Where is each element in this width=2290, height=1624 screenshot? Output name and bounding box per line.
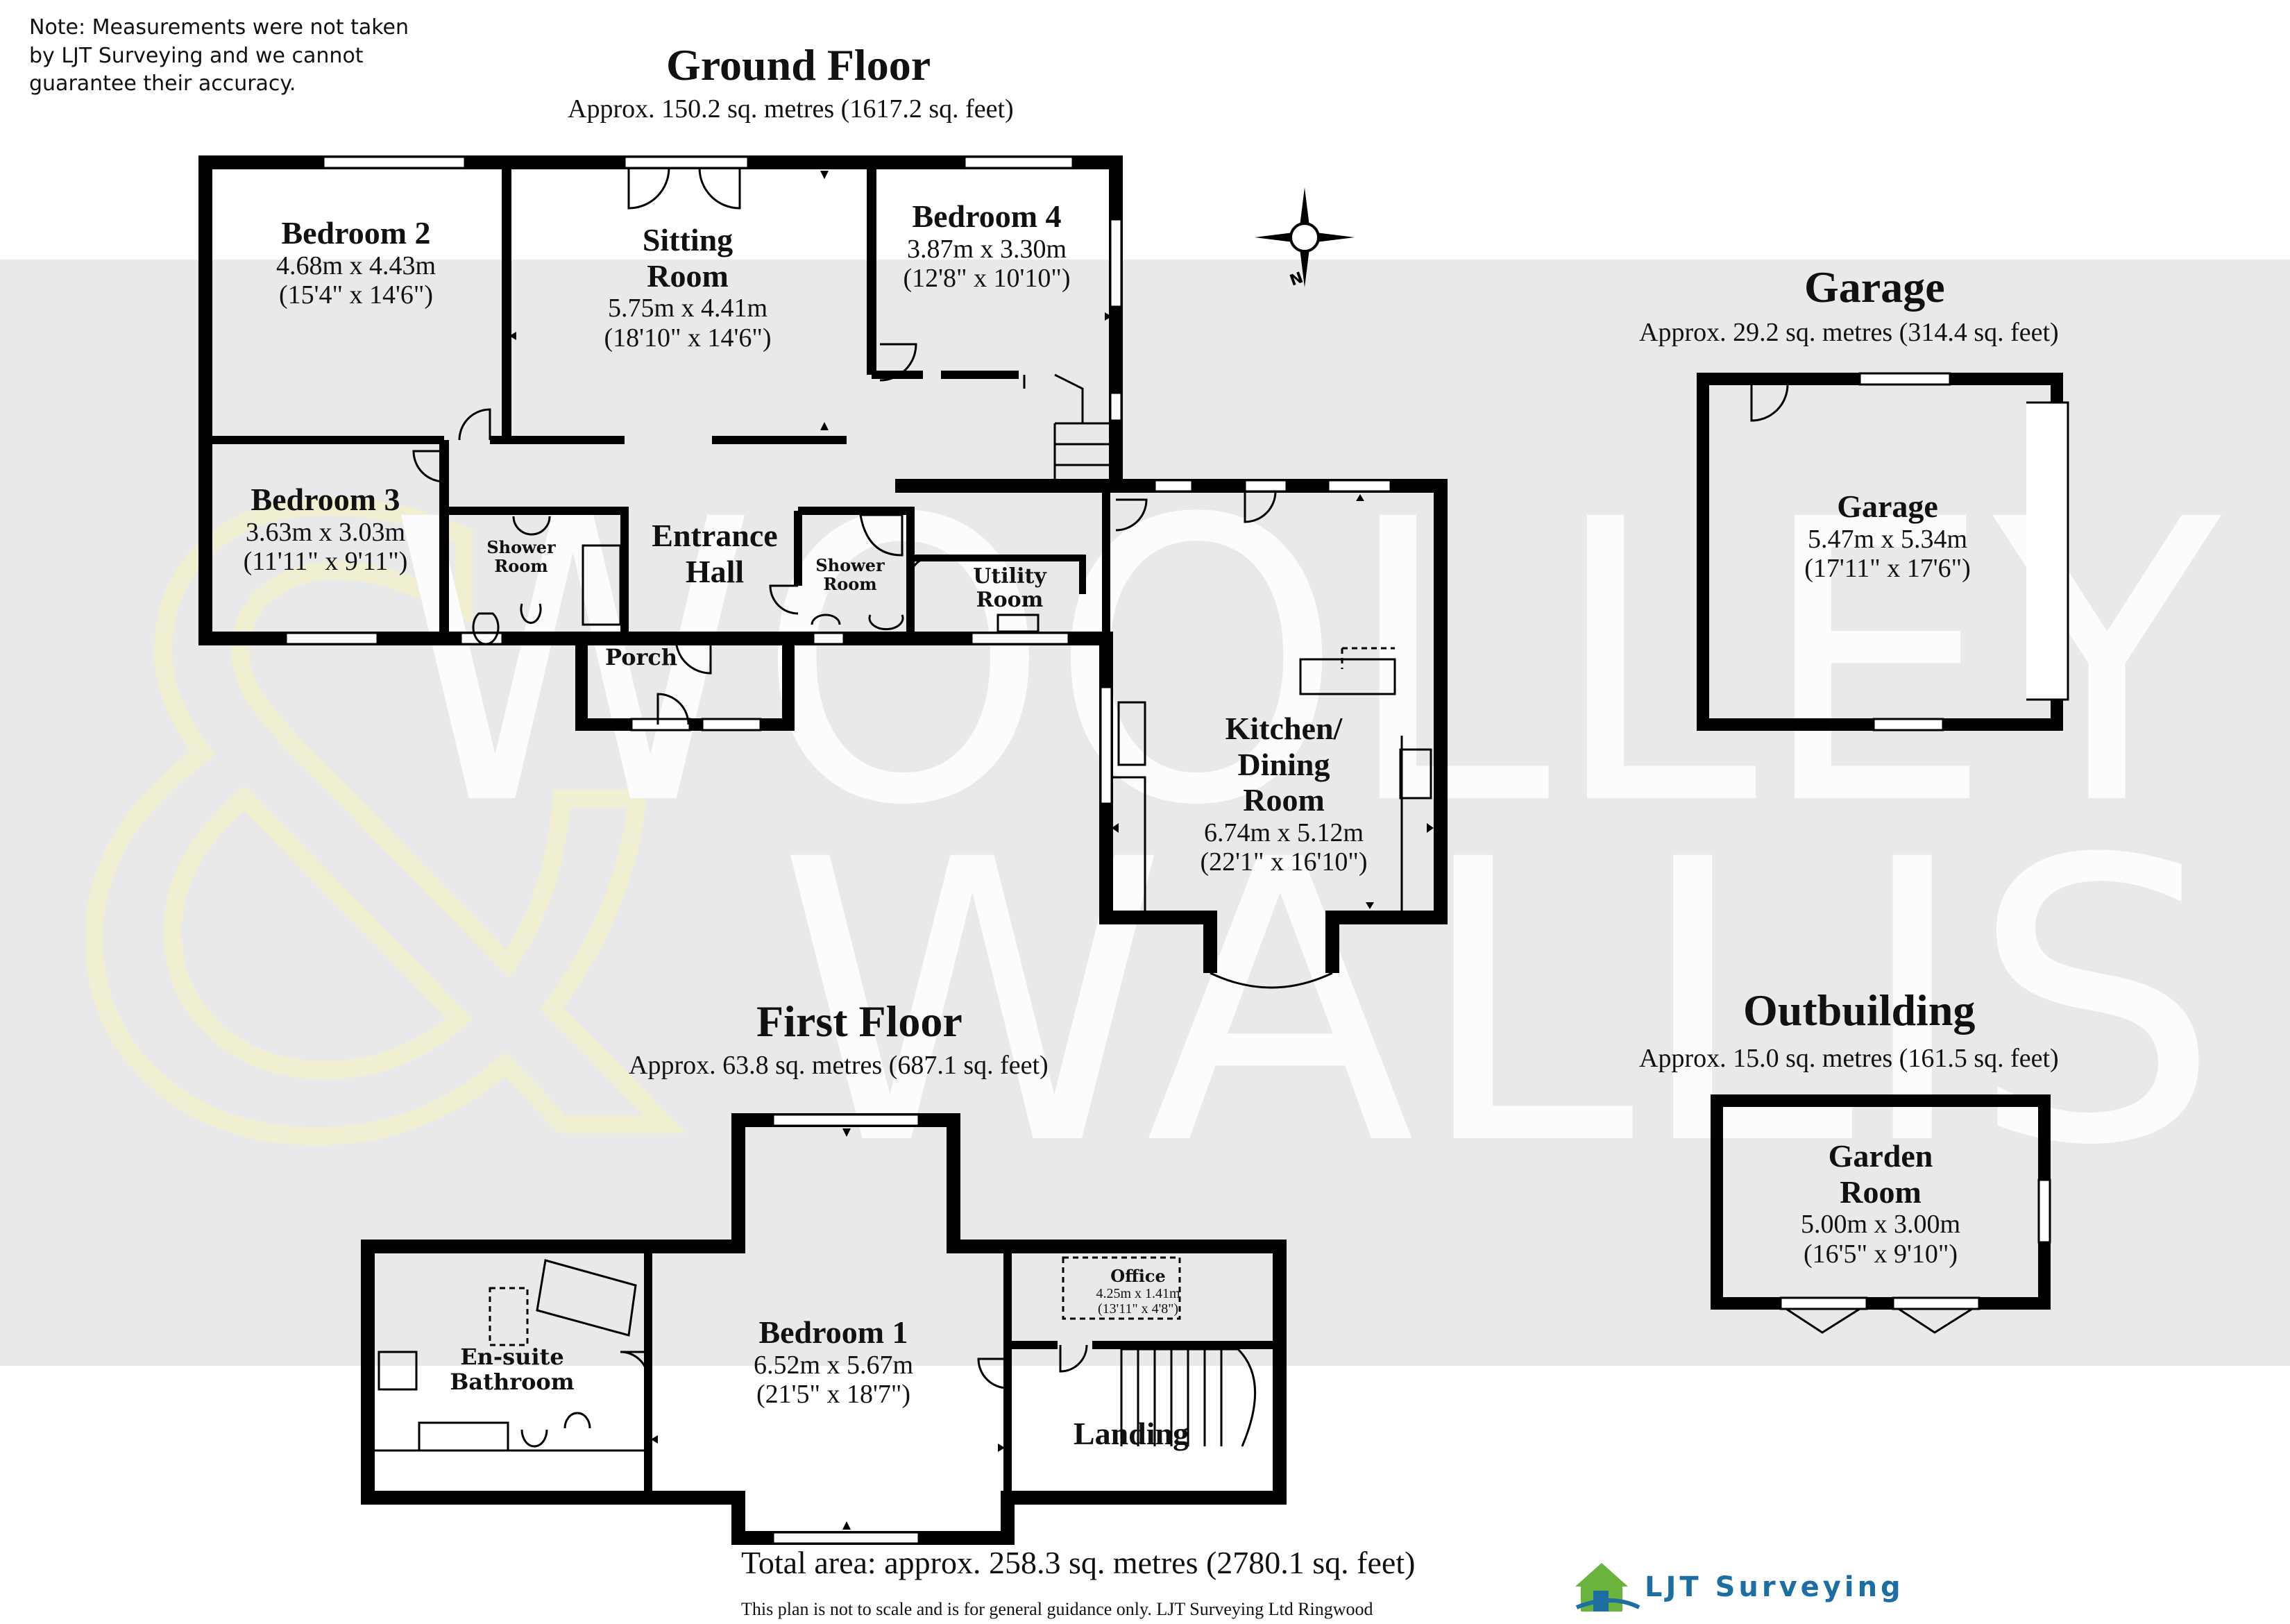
watermark-line1: WOOLLEY — [389, 438, 2226, 890]
room-imperial: (11'11" x 9'11") — [243, 547, 408, 577]
room-ensuite-bathroom: En-suite Bathroom — [436, 1344, 588, 1395]
room-metric: 6.52m x 5.67m — [753, 1350, 914, 1380]
garage-walls — [1697, 372, 2069, 731]
ground-floor-title: Ground Floor — [666, 40, 931, 90]
room-metric: 4.25m x 1.41m — [1096, 1285, 1180, 1301]
outbuilding-title: Outbuilding — [1743, 986, 1976, 1035]
logo-text: LJT Surveying — [1645, 1571, 1904, 1603]
room-name: Office — [1110, 1266, 1166, 1286]
room-name-line2: Room — [647, 257, 729, 294]
room-name-line1: Utility — [973, 564, 1046, 589]
room-name-line1: Sitting — [642, 222, 733, 257]
room-sitting-room: Sitting Room 5.75m x 4.41m (18'10" x 14'… — [587, 222, 788, 353]
room-bedroom-1: Bedroom 1 6.52m x 5.67m (21'5" x 18'7") — [726, 1314, 941, 1410]
room-metric: 5.75m x 4.41m — [607, 294, 768, 323]
room-name-line3: Room — [1243, 782, 1325, 818]
measurement-arrows — [509, 171, 1434, 909]
room-metric: 4.68m x 4.43m — [275, 251, 436, 280]
room-metric: 6.74m x 5.12m — [1203, 818, 1364, 847]
room-imperial: (21'5" x 18'7") — [756, 1380, 911, 1410]
room-name-line2: Hall — [685, 553, 745, 589]
disclaimer: This plan is not to scale and is for gen… — [741, 1599, 1373, 1619]
compass-rose-icon: N — [1255, 187, 1355, 290]
room-imperial: (18'10" x 14'6") — [604, 323, 772, 353]
first-floor-title: First Floor — [756, 997, 962, 1046]
room-garden-room: Garden Room 5.00m x 3.00m (16'5" x 9'10"… — [1763, 1138, 1999, 1269]
room-shower-room-1: Shower Room — [483, 537, 559, 576]
outbuilding-area: Approx. 15.0 sq. metres (161.5 sq. feet) — [1639, 1044, 2059, 1073]
room-porch: Porch — [605, 644, 678, 670]
room-name: Bedroom 1 — [758, 1314, 908, 1350]
room-name: Bedroom 4 — [912, 198, 1062, 234]
room-name-line2: Room — [494, 555, 548, 576]
room-imperial: (22'1" x 16'10") — [1200, 847, 1368, 877]
room-name: Landing — [1073, 1416, 1189, 1451]
room-metric: 3.63m x 3.03m — [245, 517, 406, 547]
measurement-note: Note: Measurements were not taken by LJT… — [29, 15, 409, 96]
room-metric: 5.00m x 3.00m — [1800, 1210, 1961, 1240]
first-floor-walls — [361, 1113, 1287, 1545]
room-name: Bedroom 3 — [251, 482, 400, 517]
room-bedroom-2: Bedroom 2 4.68m x 4.43m (15'4" x 14'6") — [262, 215, 450, 310]
ground-floor-windows — [285, 155, 1392, 805]
room-bedroom-4: Bedroom 4 3.87m x 3.30m (12'8" x 10'10") — [892, 198, 1081, 294]
house-logo-icon — [1575, 1563, 1640, 1612]
outbuilding-walls — [1711, 1094, 2051, 1334]
room-imperial: (12'8" x 10'10") — [903, 264, 1071, 294]
room-name-line2: Room — [1840, 1174, 1922, 1210]
room-name-line1: En-suite — [460, 1344, 564, 1370]
room-name-line1: Shower — [815, 555, 885, 575]
ground-floor-doors — [412, 167, 1432, 989]
room-metric: 5.47m x 5.34m — [1807, 524, 1968, 554]
room-imperial: (13'11" x 4'8") — [1097, 1301, 1179, 1317]
room-name-line2: Bathroom — [450, 1368, 575, 1395]
room-bedroom-3: Bedroom 3 3.63m x 3.03m (11'11" x 9'11") — [232, 482, 419, 577]
room-office: Office 4.25m x 1.41m (13'11" x 4'8") — [1069, 1267, 1207, 1317]
room-name-line1: Kitchen/ — [1225, 711, 1343, 746]
room-utility-room: Utility Room — [965, 565, 1055, 611]
ground-floor-walls — [198, 155, 1448, 973]
room-name-line2: Room — [823, 573, 877, 594]
room-name-line1: Entrance — [652, 518, 778, 553]
room-name-line2: Dining — [1237, 746, 1330, 782]
room-name-line1: Shower — [486, 537, 556, 557]
room-kitchen-dining: Kitchen/ Dining Room 6.74m x 5.12m (22'1… — [1180, 711, 1388, 877]
room-shower-room-2: Shower Room — [812, 555, 888, 594]
room-landing: Landing — [1055, 1416, 1207, 1452]
total-area: Total area: approx. 258.3 sq. metres (27… — [741, 1545, 1416, 1580]
room-name-line2: Room — [976, 587, 1044, 612]
room-imperial: (15'4" x 14'6") — [278, 280, 434, 310]
ground-floor-area: Approx. 150.2 sq. metres (1617.2 sq. fee… — [568, 94, 1014, 124]
first-floor-arrows — [651, 1128, 1005, 1530]
watermark-line2: WALLIS — [777, 778, 2221, 1230]
room-imperial: (16'5" x 9'10") — [1803, 1239, 1958, 1269]
room-metric: 3.87m x 3.30m — [906, 234, 1067, 264]
garage-title: Garage — [1804, 262, 1945, 312]
room-name-line1: Garden — [1828, 1138, 1933, 1174]
room-name: Garage — [1837, 489, 1938, 524]
room-garage: Garage 5.47m x 5.34m (17'11" x 17'6") — [1776, 489, 1999, 584]
room-entrance-hall: Entrance Hall — [638, 518, 791, 589]
garage-area: Approx. 29.2 sq. metres (314.4 sq. feet) — [1639, 318, 2059, 347]
room-name: Porch — [605, 644, 678, 670]
room-name: Bedroom 2 — [281, 215, 431, 251]
room-imperial: (17'11" x 17'6") — [1804, 554, 1971, 584]
first-floor-area: Approx. 63.8 sq. metres (687.1 sq. feet) — [629, 1051, 1049, 1080]
